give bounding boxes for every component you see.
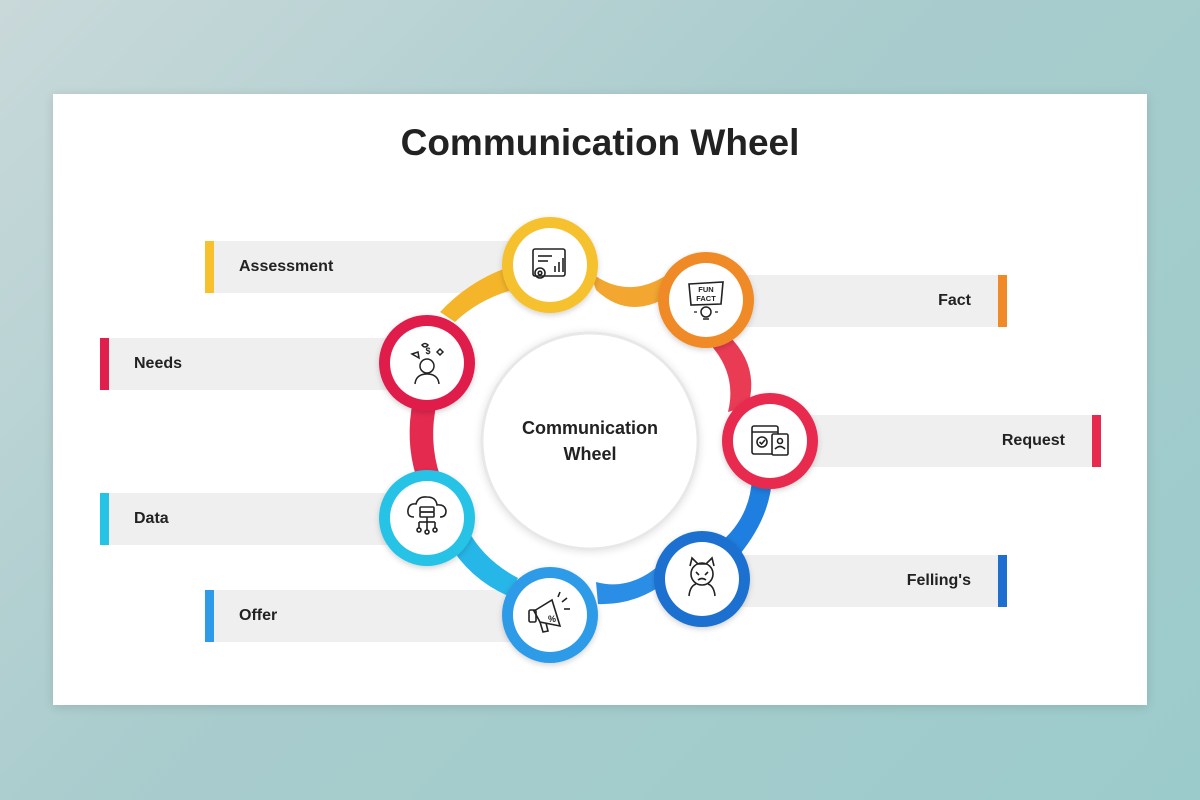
connector-request-fellings [716,478,772,560]
node-needs: $ [379,315,475,411]
fun-fact-bulb-icon: FUN FACT [688,281,724,320]
label-fellings: Felling's [906,572,971,589]
accent-strip [998,275,1007,327]
label-request: Request [1001,432,1065,449]
node-fellings [654,531,750,627]
accent-strip [205,241,214,293]
center-label-line2: Wheel [563,444,617,464]
stressed-person-icon [688,556,716,597]
label-bar-offer: Offer [205,590,535,642]
svg-text:FACT: FACT [696,294,716,303]
label-bar-needs: Needs [100,338,420,390]
label-offer: Offer [239,607,278,624]
page-title: Communication Wheel [400,122,800,163]
node-data [379,470,475,566]
label-assessment: Assessment [239,258,334,275]
center-label: Communication Wheel [480,415,700,467]
megaphone-discount-icon: % [528,591,570,633]
profile-document-icon [751,425,789,456]
accent-strip [100,338,109,390]
cloud-server-icon [407,496,447,535]
report-gear-icon [532,248,566,279]
label-needs: Needs [134,355,183,372]
svg-text:%: % [548,614,556,624]
node-assessment [502,217,598,313]
connector-assessment-fact [590,272,665,308]
person-ideas-icon: $ [410,342,445,385]
node-request [722,393,818,489]
center-label-line1: Communication [521,418,658,438]
label-bar-request: Request [770,415,1101,467]
label-bar-data: Data [100,493,420,545]
accent-strip [998,555,1007,607]
accent-strip [100,493,109,545]
label-data: Data [134,510,169,527]
node-offer: % [502,567,598,663]
accent-strip [1092,415,1101,467]
svg-text:$: $ [425,346,430,356]
accent-strip [205,590,214,642]
svg-text:FUN: FUN [698,285,713,294]
connector-needs-assessment [440,268,512,322]
label-bar-fellings: Felling's [700,555,1007,607]
connector-fact-request [706,335,752,412]
center-circle [480,331,700,551]
node-fact: FUN FACT [658,252,754,348]
label-fact: Fact [938,292,971,309]
connector-data-needs [409,400,440,476]
